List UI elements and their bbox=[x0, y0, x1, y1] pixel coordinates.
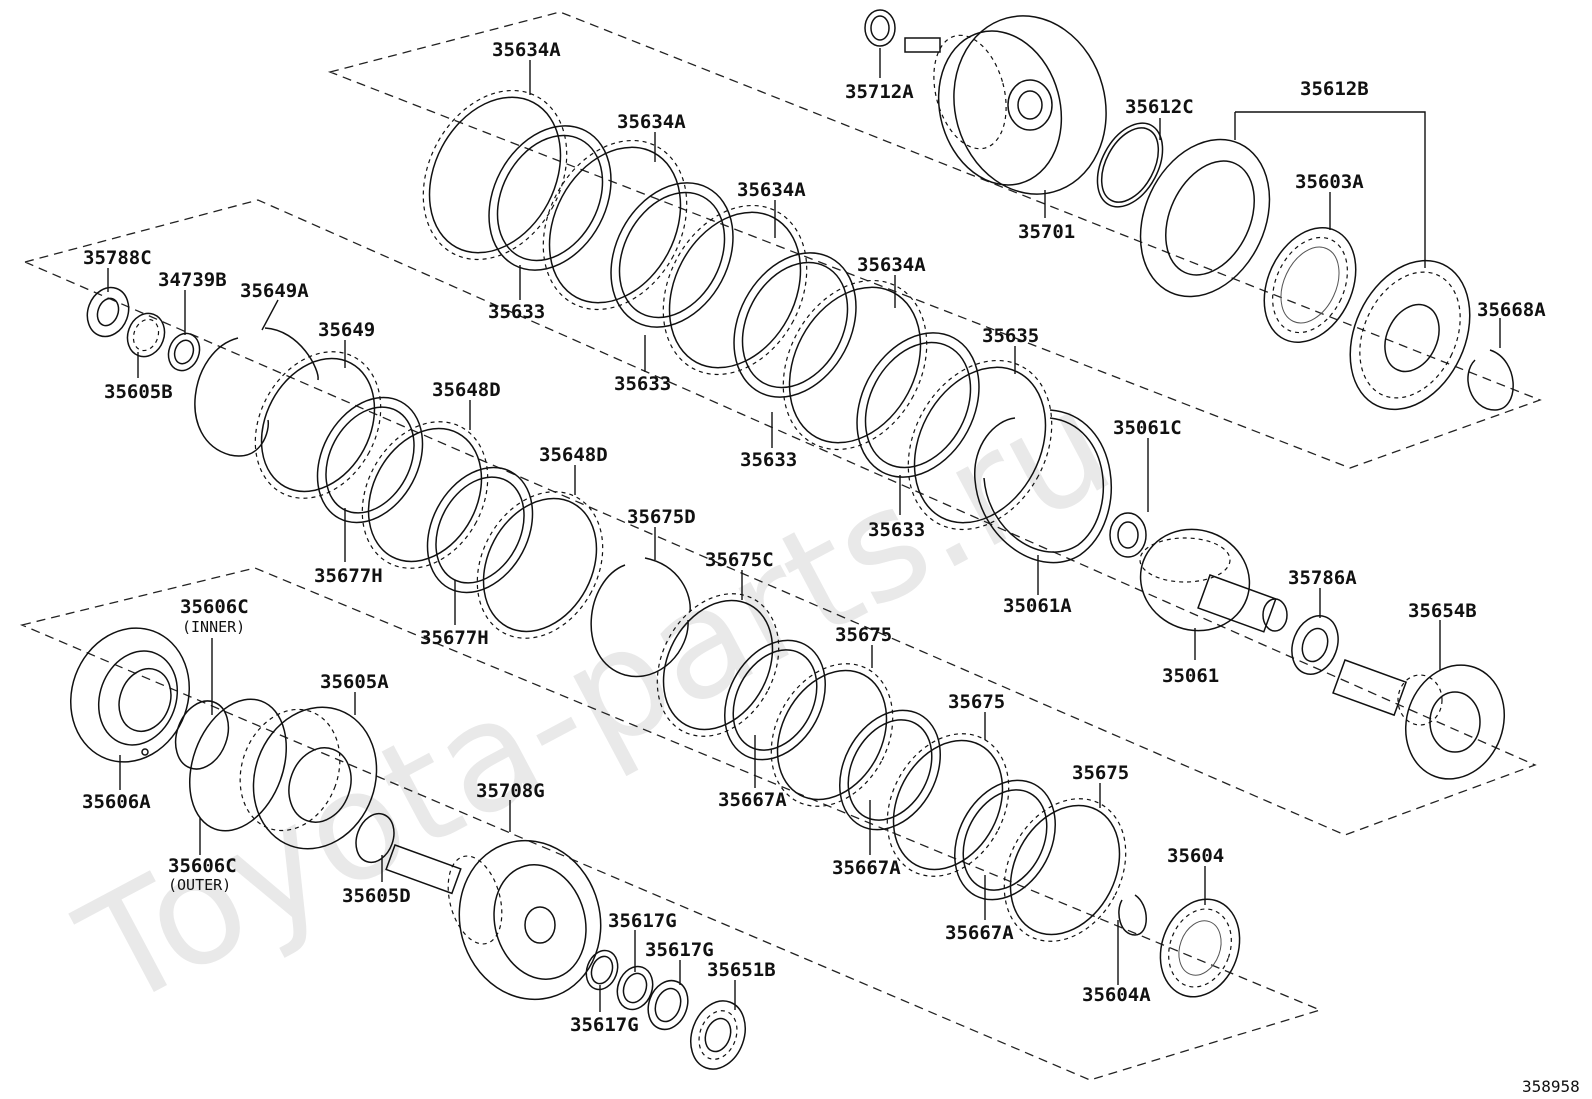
label-35788C: 35788C bbox=[83, 247, 152, 269]
label-35633-1: 35633 bbox=[488, 301, 545, 323]
label-35648D-2: 35648D bbox=[539, 444, 608, 466]
bearing-35061C bbox=[1109, 512, 1147, 558]
label-35675C: 35675C bbox=[705, 549, 774, 571]
label-35606C-inner: 35606C bbox=[180, 596, 249, 618]
label-35061A: 35061A bbox=[1003, 595, 1072, 617]
upper-group-box bbox=[327, 11, 1542, 469]
label-35061: 35061 bbox=[1162, 665, 1219, 687]
label-35649: 35649 bbox=[318, 319, 375, 341]
label-35603A: 35603A bbox=[1295, 171, 1364, 193]
figure-number: 358958 bbox=[1522, 1077, 1580, 1096]
label-35649A: 35649A bbox=[240, 280, 309, 302]
group-boxes bbox=[19, 11, 1542, 1081]
label-35634A-2: 35634A bbox=[617, 111, 686, 133]
label-35612C: 35612C bbox=[1125, 96, 1194, 118]
annotation-outer: (OUTER) bbox=[168, 876, 231, 894]
shaft-35061 bbox=[1139, 528, 1288, 633]
label-35617G-2: 35617G bbox=[645, 939, 714, 961]
label-35675-1: 35675 bbox=[835, 624, 892, 646]
upper-clutch-pack bbox=[422, 89, 1112, 564]
label-35605A: 35605A bbox=[320, 671, 389, 693]
lower-group-parts bbox=[69, 627, 746, 1070]
annotation-inner: (INNER) bbox=[182, 618, 245, 636]
label-35634A-1: 35634A bbox=[492, 39, 561, 61]
middle-clutch-pack bbox=[86, 286, 1241, 998]
label-35633-2: 35633 bbox=[614, 373, 671, 395]
label-35667A-1: 35667A bbox=[718, 789, 787, 811]
label-35633-4: 35633 bbox=[868, 519, 925, 541]
middle-group-box bbox=[23, 199, 1537, 836]
label-35667A-3: 35667A bbox=[945, 922, 1014, 944]
label-35712A: 35712A bbox=[845, 81, 914, 103]
drum-35701 bbox=[904, 15, 1107, 195]
label-35635: 35635 bbox=[982, 325, 1039, 347]
label-35634A-4: 35634A bbox=[857, 254, 926, 276]
part-labels: 35634A 35634A 35634A 35634A 35633 35633 … bbox=[82, 39, 1546, 1036]
label-35604A: 35604A bbox=[1082, 984, 1151, 1006]
label-35633-3: 35633 bbox=[740, 449, 797, 471]
label-35786A: 35786A bbox=[1288, 567, 1357, 589]
snap-ring-35668A bbox=[1467, 349, 1514, 411]
label-35675-3: 35675 bbox=[1072, 762, 1129, 784]
clutch-assembly-35612B bbox=[1139, 138, 1471, 411]
label-35654B: 35654B bbox=[1408, 600, 1477, 622]
label-35604: 35604 bbox=[1167, 845, 1224, 867]
label-34739B: 34739B bbox=[158, 269, 227, 291]
label-35677H-2: 35677H bbox=[420, 627, 489, 649]
label-35617G-1: 35617G bbox=[608, 910, 677, 932]
label-35708G: 35708G bbox=[476, 780, 545, 802]
label-35612B: 35612B bbox=[1300, 78, 1369, 100]
label-35675-2: 35675 bbox=[948, 691, 1005, 713]
label-35606A: 35606A bbox=[82, 791, 151, 813]
label-35677H-1: 35677H bbox=[314, 565, 383, 587]
label-35061C: 35061C bbox=[1113, 417, 1182, 439]
shaft-hub-35654B bbox=[1332, 659, 1506, 780]
label-35606C-outer: 35606C bbox=[168, 855, 237, 877]
leader-lines bbox=[107, 48, 1501, 1012]
label-35668A: 35668A bbox=[1477, 299, 1546, 321]
label-35648D-1: 35648D bbox=[432, 379, 501, 401]
ring-35712A bbox=[864, 9, 896, 47]
label-35617G-3: 35617G bbox=[570, 1014, 639, 1036]
o-ring-35612C bbox=[1096, 122, 1164, 208]
label-35701: 35701 bbox=[1018, 221, 1075, 243]
label-35605B: 35605B bbox=[104, 381, 173, 403]
label-35634A-3: 35634A bbox=[737, 179, 806, 201]
label-35605D: 35605D bbox=[342, 885, 411, 907]
label-35675D: 35675D bbox=[627, 506, 696, 528]
label-35651B: 35651B bbox=[707, 959, 776, 981]
label-35667A-2: 35667A bbox=[832, 857, 901, 879]
washer-35786A bbox=[1291, 615, 1339, 675]
